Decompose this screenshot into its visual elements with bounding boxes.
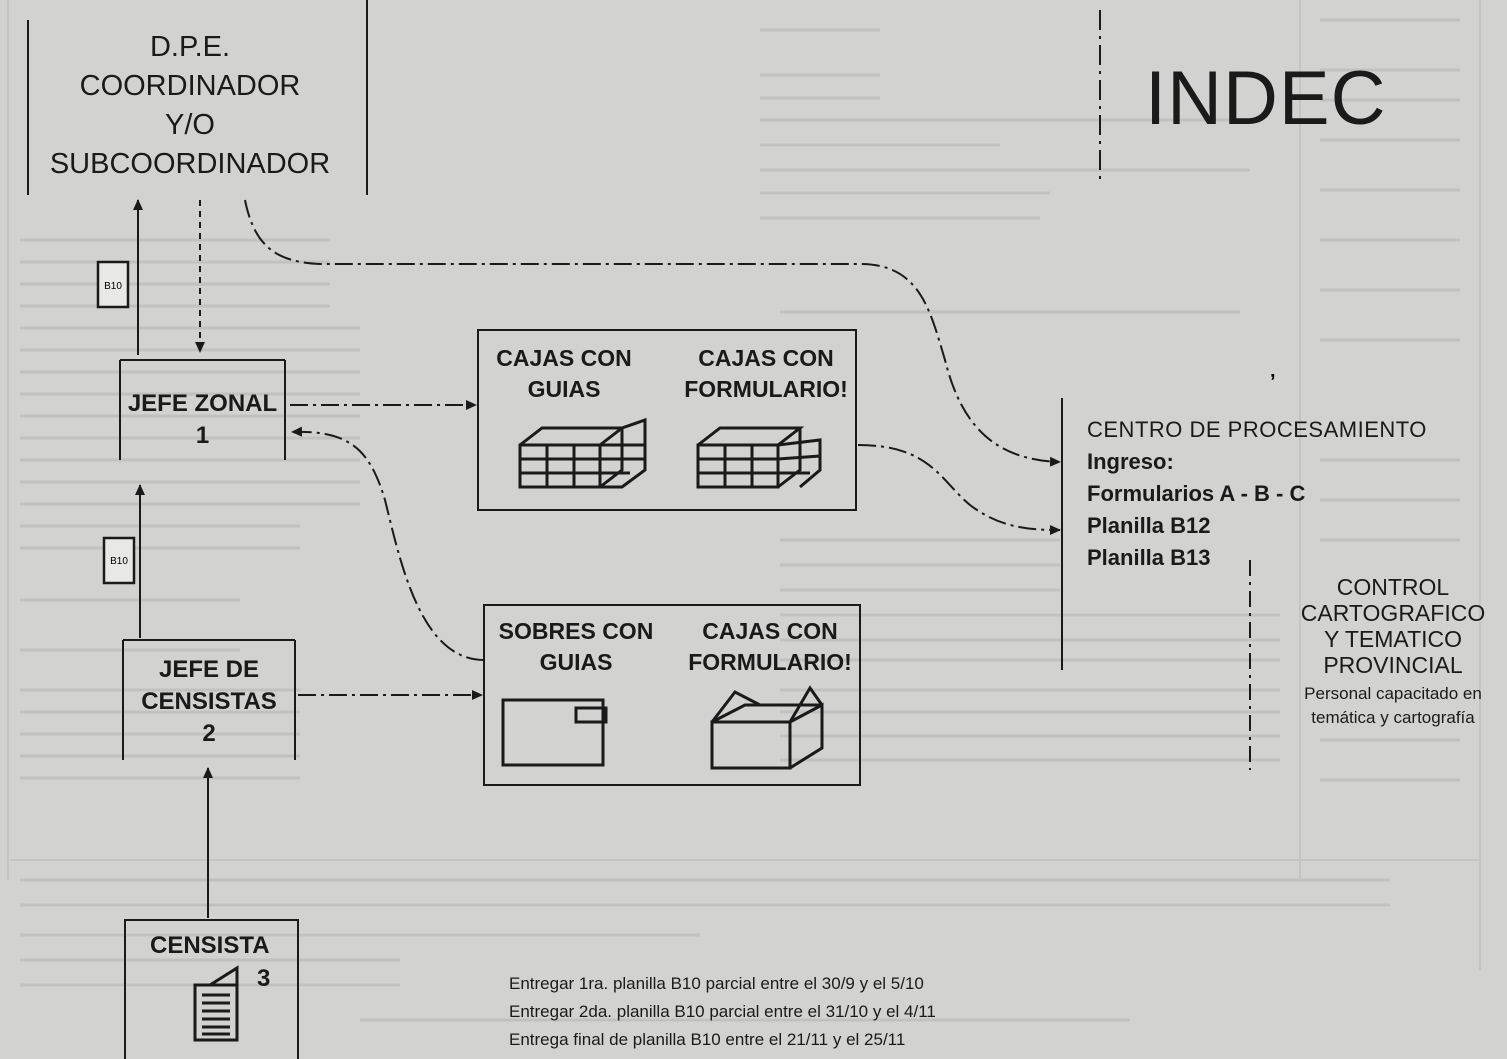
dpe-line1: D.P.E. bbox=[149, 31, 231, 63]
box-top-left-line2: GUIAS bbox=[527, 376, 601, 402]
control-sub1: Personal capacitado en bbox=[1304, 684, 1482, 703]
tick-mark: ’ bbox=[1270, 371, 1276, 393]
dpe-line2: COORDINADOR bbox=[79, 70, 301, 102]
delivery-notes: Entregar 1ra. planilla B10 parcial entre… bbox=[509, 970, 936, 1054]
stacked-forms-icon bbox=[696, 426, 822, 489]
box-top-frame bbox=[477, 329, 857, 511]
box-bottom-frame bbox=[483, 604, 861, 786]
box-top-right-label: CAJAS CON FORMULARIO! bbox=[680, 343, 852, 405]
document-icon bbox=[193, 965, 239, 1042]
control-line2: CARTOGRAFICO bbox=[1300, 600, 1486, 626]
box-top-left-line1: CAJAS CON bbox=[496, 345, 632, 371]
note-1: Entregar 1ra. planilla B10 parcial entre… bbox=[509, 974, 924, 993]
box-top-right-line2: FORMULARIO! bbox=[684, 376, 848, 402]
dpe-line3: Y/O bbox=[165, 109, 215, 141]
box-bottom-right-line1: CAJAS CON bbox=[702, 618, 838, 644]
box-bottom-right-label: CAJAS CON FORMULARIO! bbox=[684, 616, 856, 678]
jefe-zonal-frame bbox=[119, 359, 286, 460]
box-top-left-label: CAJAS CON GUIAS bbox=[486, 343, 642, 405]
note-3: Entrega final de planilla B10 entre el 2… bbox=[509, 1030, 906, 1049]
b10-badge-upper: B10 bbox=[96, 260, 130, 309]
dpe-label: D.P.E. COORDINADOR Y/O SUBCOORDINADOR bbox=[40, 28, 340, 184]
jefe-zonal-label: JEFE ZONAL 1 bbox=[120, 388, 285, 452]
control-sub2: temática y cartografía bbox=[1311, 708, 1475, 727]
open-box-icon bbox=[710, 685, 824, 770]
jefe-censistas-frame bbox=[122, 639, 296, 760]
control-provincial: CONTROL CARTOGRAFICO Y TEMATICO PROVINCI… bbox=[1285, 574, 1501, 730]
flow-guias-to-jz bbox=[291, 426, 485, 661]
centro-item1: Formularios A - B - C bbox=[1087, 481, 1306, 506]
centro-title: CENTRO DE PROCESAMIENTO bbox=[1087, 417, 1427, 442]
box-bottom-left-line2: GUIAS bbox=[539, 649, 613, 675]
envelope-icon bbox=[501, 698, 608, 767]
b10-badge-lower: B10 bbox=[102, 536, 136, 585]
indec-logo-text: INDEC bbox=[1145, 56, 1387, 141]
jefe-censistas-line1: JEFE DE bbox=[158, 656, 260, 683]
censista-frame bbox=[124, 919, 299, 1059]
box-bottom-left-line1: SOBRES CON bbox=[498, 618, 654, 644]
svg-text:B10: B10 bbox=[110, 556, 128, 567]
censista-number: 3 bbox=[257, 965, 271, 992]
jefe-censistas-number: 2 bbox=[202, 720, 216, 747]
centro-item2: Planilla B12 bbox=[1087, 513, 1211, 538]
note-2: Entregar 2da. planilla B10 parcial entre… bbox=[509, 1002, 936, 1021]
box-bottom-right-line2: FORMULARIO! bbox=[688, 649, 852, 675]
box-top-right-line1: CAJAS CON bbox=[698, 345, 834, 371]
jefe-censistas-line2: CENSISTAS bbox=[141, 688, 277, 715]
control-line4: PROVINCIAL bbox=[1323, 652, 1463, 678]
dpe-line4: SUBCOORDINADOR bbox=[49, 148, 331, 180]
control-line1: CONTROL bbox=[1336, 574, 1450, 600]
censista-title: CENSISTA bbox=[150, 932, 270, 959]
stacked-boxes-icon bbox=[518, 417, 647, 489]
jefe-zonal-number: 1 bbox=[195, 422, 210, 449]
jefe-censistas-label: JEFE DE CENSISTAS 2 bbox=[123, 654, 295, 750]
flow-forms-to-centro bbox=[857, 444, 1061, 535]
centro-ingreso: Ingreso: bbox=[1087, 449, 1174, 474]
svg-text:B10: B10 bbox=[104, 281, 122, 292]
centro-procesamiento: CENTRO DE PROCESAMIENTO Ingreso: Formula… bbox=[1087, 414, 1427, 574]
centro-item3: Planilla B13 bbox=[1087, 545, 1211, 570]
jefe-zonal-title: JEFE ZONAL bbox=[127, 390, 278, 417]
box-bottom-left-label: SOBRES CON GUIAS bbox=[490, 616, 662, 678]
control-line3: Y TEMATICO bbox=[1323, 626, 1463, 652]
flow-dpe-to-centro bbox=[244, 199, 1061, 467]
